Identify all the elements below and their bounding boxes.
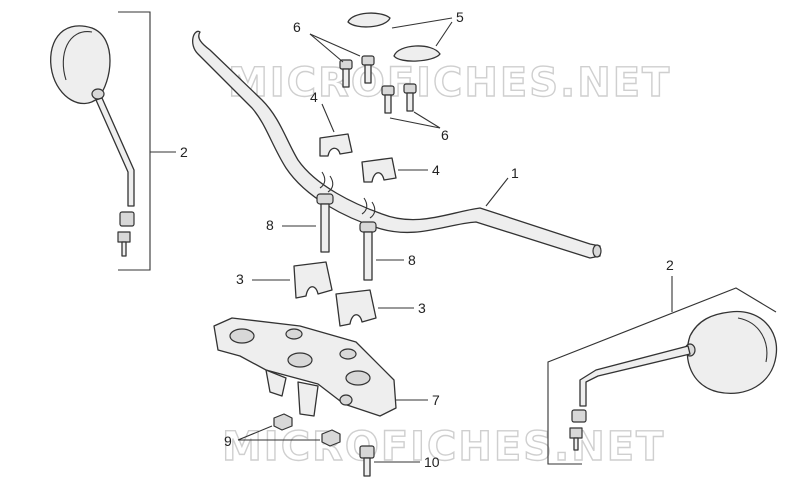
left-mirror-thread: [121, 241, 127, 257]
callout-4-right: 4: [432, 162, 440, 178]
left-mirror-stem: [95, 97, 135, 207]
upper-clamp-a: [319, 133, 353, 157]
callout-9: 9: [224, 433, 232, 449]
callout-7: 7: [432, 392, 440, 408]
callout-2-left: 2: [180, 144, 188, 160]
upper-clamps: [319, 103, 428, 183]
callout-3-right: 3: [418, 300, 426, 316]
watermark-top: MICROFICHES.NET: [228, 60, 671, 106]
callout-4-top: 4: [310, 89, 318, 105]
clamp-screws: [309, 33, 441, 129]
right-mirror-stem: [579, 345, 691, 407]
clamp-caps: [347, 12, 453, 62]
watermark-bottom: MICROFICHES.NET: [222, 424, 665, 470]
callout-1: 1: [511, 165, 519, 181]
long-bolts: [282, 193, 404, 281]
clamp-cap-b: [393, 45, 441, 62]
right-mirror-bracket: [547, 287, 777, 465]
right-mirror-thread: [573, 437, 579, 451]
left-mirror-head: [50, 25, 111, 105]
callout-8-right: 8: [408, 252, 416, 268]
pinch-bolt: [359, 445, 420, 477]
left-mirror-nut: [119, 211, 135, 227]
upper-clamp-b: [361, 157, 397, 183]
lower-clamp-b: [335, 289, 377, 327]
right-mirror-nut: [571, 409, 587, 423]
left-mirror-bracket: [118, 11, 151, 271]
callout-5: 5: [456, 9, 464, 25]
callout-3-left: 3: [236, 271, 244, 287]
callout-6-top: 6: [293, 19, 301, 35]
callout-10: 10: [424, 454, 440, 470]
left-mirror-assembly: [50, 11, 176, 271]
lower-clamps: [252, 261, 414, 327]
clamp-cap-a: [347, 12, 391, 28]
callout-8-left: 8: [266, 217, 274, 233]
top-yoke: [213, 317, 428, 417]
handlebar: [192, 30, 602, 259]
right-mirror-assembly: [547, 276, 778, 465]
lower-clamp-a: [293, 261, 333, 299]
nuts: [237, 413, 341, 447]
right-mirror-head: [686, 310, 778, 394]
callout-6-bottom: 6: [441, 127, 449, 143]
callout-2-right: 2: [666, 257, 674, 273]
